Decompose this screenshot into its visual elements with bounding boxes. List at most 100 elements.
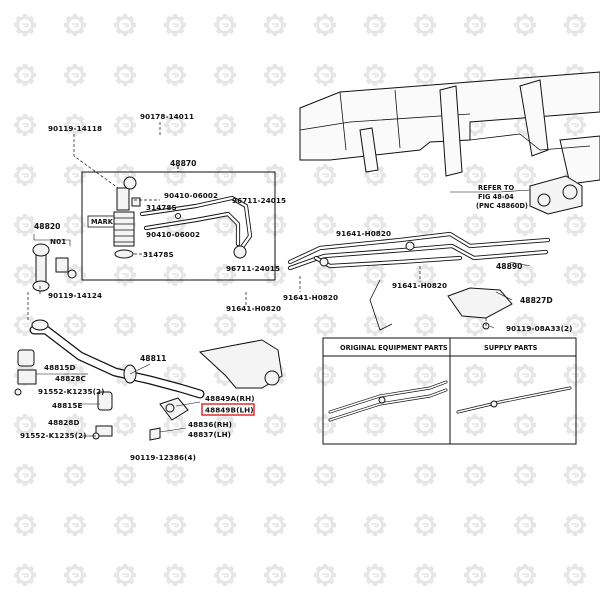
watermark-gear-icon [314,214,336,236]
label-48890: 48890 [496,262,522,271]
watermark-gear-icon [114,314,136,336]
label-91641-h0820-d: 91641-H0820 [392,281,447,290]
comparison-panel [322,337,577,445]
watermark-gear-icon [514,164,536,186]
watermark-gear-icon [514,314,536,336]
watermark-gear-icon [314,164,336,186]
watermark-gear-icon [64,314,86,336]
watermark-gear-icon [364,264,386,286]
shield-48827d [447,287,513,330]
watermark-gear-icon [514,14,536,36]
bushings-and-brackets [14,349,113,440]
watermark-gear-icon [314,14,336,36]
label-48815e: 48815E [52,401,83,410]
watermark-gear-icon [364,314,386,336]
watermark-gear-icon [364,214,386,236]
label-48828d: 48828D [48,418,80,427]
watermark-gear-icon [564,364,586,386]
watermark-gear-icon [214,514,236,536]
watermark-gear-icon [264,114,286,136]
watermark-gear-icon [14,264,36,286]
watermark-gear-icon [564,464,586,486]
watermark-gear-icon [14,164,36,186]
watermark-gear-icon [564,314,586,336]
watermark-gear-icon [14,464,36,486]
label-90119-14118: 90119-14118 [48,124,102,133]
leader-lines [27,122,531,437]
watermark-gear-icon [414,64,436,86]
watermark-gear-icon [164,514,186,536]
watermark-gear-icon [414,514,436,536]
watermark-gear-icon [14,564,36,586]
label-48828c: 48828C [55,374,86,383]
watermark-gear-icon [14,64,36,86]
watermark-gear-icon [514,214,536,236]
watermark-gear-icon [114,264,136,286]
watermark-gear-icon [114,164,136,186]
label-90119-14124: 90119-14124 [48,291,102,300]
watermark-gear-icon [414,214,436,236]
watermark-gear-icon [214,64,236,86]
stabilizer-bar-48811 [29,319,205,399]
watermark-gear-icon [64,414,86,436]
watermark-gear-icon [264,514,286,536]
watermark-gear-icon [114,514,136,536]
watermark-gear-icon [364,64,386,86]
label-48837: 48837(LH) [188,430,231,439]
label-31478s-a: 31478S [146,203,177,212]
label-48849b: 48849B(LH) [205,406,254,415]
watermark-gear-icon [514,564,536,586]
watermark-gear-icon [414,264,436,286]
original-parts-drawing [328,380,448,422]
watermark-gear-icon [114,414,136,436]
label-supply-parts: SUPPLY PARTS [484,344,538,352]
watermark-gear-icon [414,414,436,436]
watermark-gear-icon [264,414,286,436]
watermark-gear-icon [564,14,586,36]
watermark-gear-icon [314,464,336,486]
watermark-gear-icon [464,214,486,236]
label-31478s-b: 31478S [143,250,174,259]
watermark-gear-icon [14,514,36,536]
watermark-gear-icon [14,114,36,136]
watermark-gear-icon [64,14,86,36]
watermark-gear-icon [414,564,436,586]
label-90410-06002-b: 90410-06002 [146,230,200,239]
watermark-gear-icon [264,464,286,486]
watermark-gear-icon [164,464,186,486]
stabilizer-link-48820 [32,234,77,292]
label-n01: N01 [50,237,66,246]
watermark-gear-icon [164,264,186,286]
label-91641-h0820-a: 91641-H0820 [336,229,391,238]
watermark-gear-icon [314,314,336,336]
label-48870: 48870 [170,159,196,168]
watermark-gear-icon [514,414,536,436]
watermark-gear-icon [114,64,136,86]
watermark-gear-icon [414,164,436,186]
watermark-gear-icon [464,514,486,536]
watermark-gear-icon [364,464,386,486]
vehicle-frame [299,71,600,331]
watermark-gear-icon [64,464,86,486]
watermark-gear-icon [264,64,286,86]
label-91641-h0820-c: 91641-H0820 [283,293,338,302]
watermark-gear-icon [564,414,586,436]
highlighted-part-48849b: 48849B(LH) [201,403,255,416]
watermark-gear-icon [364,514,386,536]
watermark-gear-icon [464,464,486,486]
label-90119-12386: 90119-12386(4) [130,453,196,462]
box-hydraulic-lines [139,195,253,259]
watermark-gear-icon [214,414,236,436]
watermark-gear-icon [414,14,436,36]
watermark-gear-icon [464,164,486,186]
watermark-gear-icon [164,114,186,136]
watermark-gear-icon [214,114,236,136]
label-48849a: 48849A(RH) [205,394,255,403]
label-48815d: 48815D [44,363,76,372]
watermark-gear-icon [464,14,486,36]
main-hydraulic-lines [287,231,551,271]
watermark-gear-icon [164,164,186,186]
watermark-gear-icon [164,64,186,86]
watermark-gear-icon [164,14,186,36]
